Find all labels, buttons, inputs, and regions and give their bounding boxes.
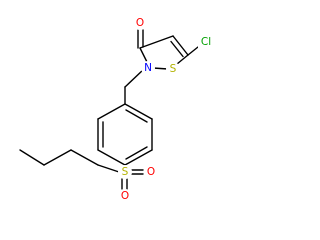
atom-sulfur-sulfonyl: S bbox=[118, 165, 132, 179]
bond-s1-n2 bbox=[152, 67, 169, 70]
bond-s-c1 bbox=[97, 164, 120, 173]
atom-label-o-sulfonyl-right: O bbox=[147, 166, 155, 178]
bond-c2-c3 bbox=[43, 149, 72, 166]
bonds bbox=[19, 29, 199, 190]
bond-c3-c4 bbox=[139, 35, 174, 49]
atom-label-o-carbonyl: O bbox=[136, 17, 144, 29]
bond-c4-c5-double bbox=[170, 40, 184, 58]
atom-sulfur-ring: S bbox=[166, 62, 180, 76]
bond-c5-cl bbox=[187, 46, 199, 56]
bond-c3-c4-chain bbox=[19, 149, 45, 166]
atom-label-o-sulfonyl-down: O bbox=[121, 190, 129, 202]
atom-label-cl: Cl bbox=[201, 36, 211, 48]
bond-ar6-ar1 bbox=[97, 103, 126, 120]
atom-oxygen-carbonyl: O bbox=[133, 16, 147, 30]
bond-ar-inner-1 bbox=[125, 109, 148, 123]
bond-n-ch2 bbox=[124, 68, 145, 88]
atom-label-s-sulfonyl: S bbox=[122, 166, 129, 178]
atom-oxygen-sulfonyl-right: O bbox=[144, 165, 158, 179]
bond-c5-s1 bbox=[176, 54, 189, 65]
atom-labels: O N S Cl S O O bbox=[118, 16, 214, 203]
atom-nitrogen: N bbox=[141, 61, 155, 75]
bond-ar3-ar4 bbox=[124, 149, 153, 166]
atom-label-s-ring: S bbox=[170, 63, 177, 75]
bond-ar-inner-2 bbox=[125, 146, 148, 160]
bond-c1-c2 bbox=[70, 149, 99, 166]
atom-label-n: N bbox=[144, 62, 152, 74]
atom-chlorine: Cl bbox=[198, 35, 214, 49]
bond-ar1-ar2 bbox=[124, 103, 153, 120]
bond-c3-n2 bbox=[139, 47, 148, 63]
bond-ar4-ar5 bbox=[97, 149, 126, 166]
bond-c4-c5 bbox=[172, 35, 189, 56]
molecule-structure: O N S Cl S O O bbox=[19, 16, 214, 203]
atom-oxygen-sulfonyl-down: O bbox=[118, 189, 132, 203]
